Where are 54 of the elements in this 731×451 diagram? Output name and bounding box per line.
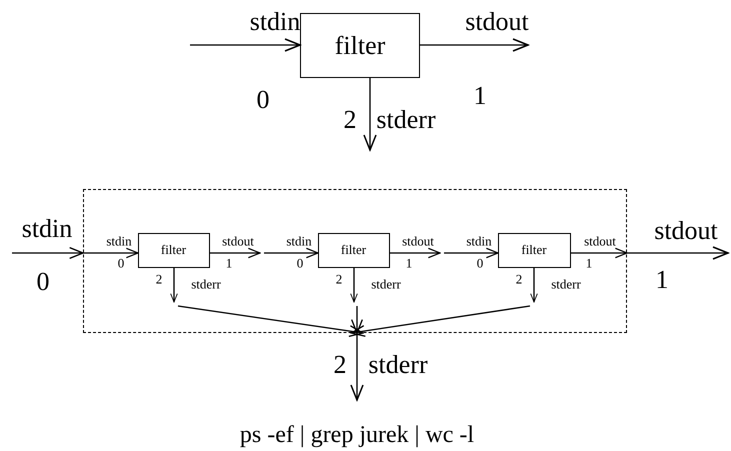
edge-label: stderr	[551, 278, 581, 290]
edge-label: stdin	[250, 9, 300, 35]
edge-label: stdout	[584, 234, 616, 248]
port-number: 0	[36, 269, 50, 295]
arrow	[571, 248, 628, 258]
arrow	[420, 38, 529, 52]
edge-label: stderr	[368, 352, 428, 378]
edge-label: stdout	[654, 218, 718, 244]
port-number: 2	[156, 272, 162, 286]
edge-label: stderr	[371, 278, 401, 290]
arrow	[350, 305, 530, 337]
edge-label: stderr	[191, 278, 221, 290]
arrow	[170, 268, 178, 302]
process-box: filter	[318, 232, 390, 268]
port-number: 2	[516, 272, 522, 286]
port-number: 1	[656, 267, 668, 293]
arrow	[530, 268, 538, 302]
port-number: 0	[118, 256, 124, 270]
arrow	[350, 268, 358, 302]
command-text: ps -ef | grep jurek | wc -l	[240, 423, 474, 447]
port-number: 2	[344, 107, 356, 133]
edge-label: stdin	[286, 234, 312, 248]
arrow	[190, 38, 301, 52]
edge-label: stdin	[466, 234, 492, 248]
port-number: 1	[406, 256, 412, 270]
arrow	[264, 248, 319, 258]
process-box: filter	[300, 13, 420, 78]
arrow	[210, 248, 261, 258]
port-number: 0	[296, 256, 304, 270]
port-number: 1	[586, 256, 592, 270]
port-number: 2	[336, 272, 342, 286]
arrow	[83, 248, 139, 258]
port-number: 0	[476, 256, 484, 270]
arrow	[363, 78, 377, 151]
port-number: 0	[256, 87, 270, 113]
arrow	[350, 333, 364, 401]
arrow	[12, 247, 84, 259]
arrow	[351, 306, 363, 334]
arrow	[390, 248, 441, 258]
edge-label: stdout	[465, 9, 529, 35]
arrow	[627, 246, 729, 260]
dashed-boundary-box	[83, 189, 627, 333]
edge-label: stdout	[402, 234, 434, 248]
edge-label: stdin	[22, 216, 72, 242]
port-number: 2	[334, 352, 346, 378]
arrow	[178, 305, 364, 338]
edge-label: stdout	[222, 234, 254, 248]
process-box: filter	[498, 232, 570, 268]
port-number: 1	[226, 256, 232, 270]
arrow	[444, 248, 499, 258]
process-box: filter	[138, 232, 210, 268]
edge-label: stderr	[376, 107, 436, 133]
port-number: 1	[474, 83, 486, 109]
edge-label: stdin	[106, 234, 132, 248]
